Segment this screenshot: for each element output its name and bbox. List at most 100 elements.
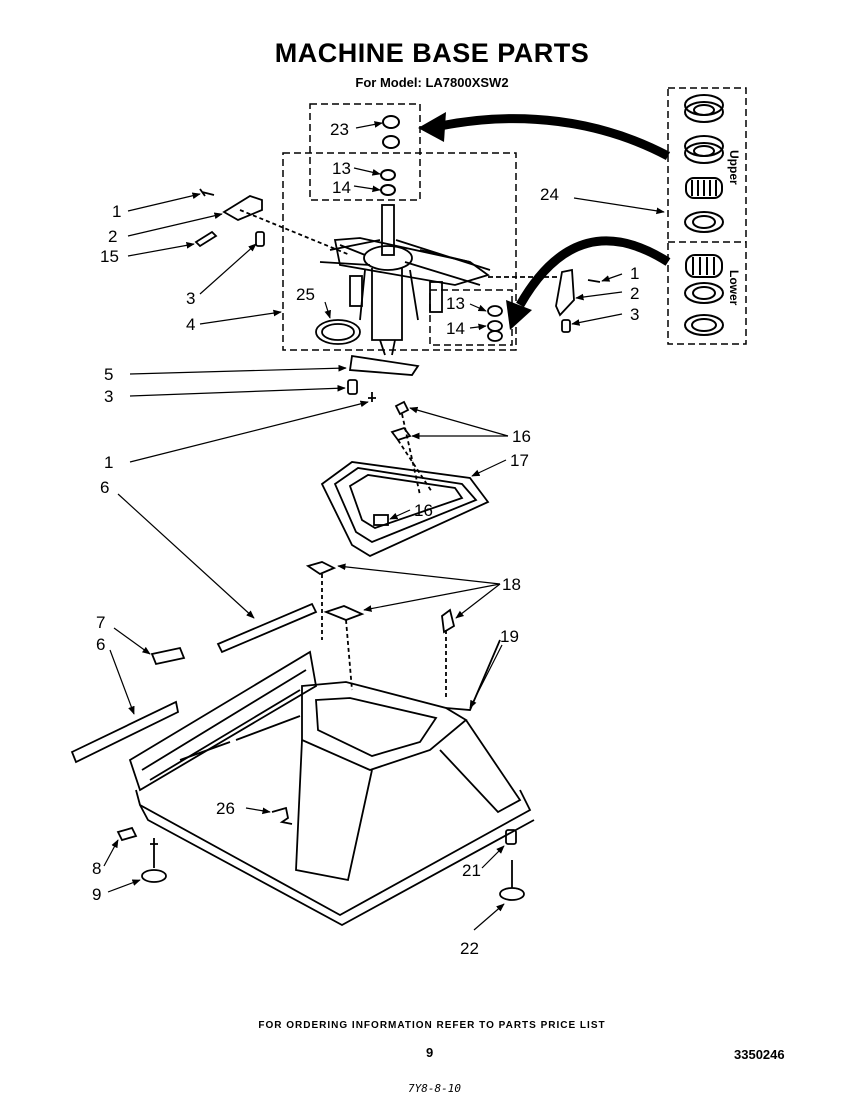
callout-15: 15 — [100, 247, 119, 266]
frame-left-rail — [128, 650, 317, 792]
callout-3: 3 — [186, 289, 195, 308]
foot-22 — [499, 887, 525, 901]
clip-16a — [394, 400, 410, 416]
spacer-21 — [505, 829, 517, 845]
spacer-3b — [561, 319, 571, 333]
washer-14 — [380, 184, 396, 196]
bracket-leader — [239, 209, 351, 256]
frame-right-leg — [439, 639, 522, 814]
callout-6-lower: 6 — [96, 635, 105, 654]
spacer-3 — [255, 231, 265, 247]
callout-16: 16 — [512, 427, 531, 446]
left-post — [349, 275, 363, 307]
leveling-pad-8 — [116, 826, 138, 842]
dashed-group-boxes — [282, 87, 747, 351]
callout-14: 14 — [332, 178, 351, 197]
clip-18b — [323, 605, 365, 621]
center-post-legs — [359, 269, 419, 356]
box-small-seals — [429, 289, 513, 346]
drive-shaft — [381, 204, 395, 256]
document-number: 3350246 — [734, 1047, 785, 1062]
lower-arrow-head — [506, 300, 532, 330]
transmission-drawing — [315, 204, 491, 356]
upper-bearing-1 — [684, 94, 724, 123]
page-number: 9 — [426, 1045, 434, 1060]
frame-dash-leaders — [321, 574, 447, 700]
upper-seal-parts — [380, 115, 400, 196]
bolt-1 — [199, 188, 215, 197]
callout-2-right: 2 — [630, 284, 639, 303]
handwritten-note: 7Y8-8-10 — [408, 1082, 461, 1095]
callout-21: 21 — [462, 861, 481, 880]
callout-2: 2 — [108, 227, 117, 246]
lower-race-1 — [684, 282, 724, 304]
callout-18: 18 — [502, 575, 521, 594]
clip-16c — [373, 514, 389, 526]
upper-arrow-head — [418, 112, 446, 142]
callout-23: 23 — [330, 120, 349, 139]
callout-9: 9 — [92, 885, 101, 904]
frame-top-ring — [301, 681, 468, 771]
callout-16-lower: 16 — [414, 501, 433, 520]
platform-17 — [320, 413, 490, 558]
center-post — [371, 268, 403, 341]
clip-16b — [390, 426, 412, 442]
lower-roller-bearing — [685, 254, 723, 278]
callout-1-right: 1 — [630, 264, 639, 283]
bracket-2 — [222, 195, 263, 222]
mid-parts — [347, 354, 420, 442]
leader-lines — [103, 121, 665, 931]
bracket-2b — [555, 268, 575, 317]
upper-pointer-arrow — [439, 114, 671, 160]
callout-17: 17 — [510, 451, 529, 470]
small-seal-parts — [487, 305, 503, 342]
bolt-1c — [368, 392, 376, 402]
callout-3-right: 3 — [630, 305, 639, 324]
right-post — [429, 281, 443, 313]
callout-13-right: 13 — [446, 294, 465, 313]
callout-25: 25 — [296, 285, 315, 304]
dash-leaders-16 — [397, 413, 433, 496]
hub — [363, 245, 413, 271]
foot-9 — [141, 869, 167, 883]
washer-13 — [380, 169, 396, 181]
frame-left-back — [179, 715, 301, 761]
clip-7 — [150, 646, 186, 666]
upper-race — [684, 211, 724, 233]
frame-left-rail-inner — [141, 669, 307, 781]
strap-5 — [348, 354, 420, 376]
right-bracket-parts — [488, 268, 601, 333]
pointer-arrows — [418, 112, 671, 330]
upper-label: Upper — [727, 150, 741, 185]
callout-19: 19 — [500, 627, 519, 646]
spider-frame — [333, 237, 491, 286]
page-title: MACHINE BASE PARTS — [274, 38, 590, 68]
callout-14-right: 14 — [446, 319, 465, 338]
frame-bottom — [135, 789, 535, 927]
o-ring-25-inner — [321, 323, 355, 341]
callout-13: 13 — [332, 159, 351, 178]
seal-23-top — [382, 115, 400, 129]
box-upper-seals — [309, 103, 421, 201]
base-frame-drawing — [70, 561, 535, 927]
frame-front-leg — [295, 739, 373, 882]
box-agitator-assembly — [282, 152, 517, 351]
callout-8: 8 — [92, 859, 101, 878]
callout-26: 26 — [216, 799, 235, 818]
bearing-inset-parts — [684, 94, 724, 336]
spider-arms — [319, 239, 491, 286]
callout-labels: 23 13 14 1 2 15 3 25 4 24 1 2 3 13 14 5 … — [92, 120, 639, 958]
callout-7: 7 — [96, 613, 105, 632]
bolt-1b — [587, 279, 601, 283]
callout-22: 22 — [460, 939, 479, 958]
spacer-3c — [347, 379, 358, 395]
bracket-6a — [216, 602, 318, 654]
lower-race-2 — [684, 314, 724, 336]
lower-label: Lower — [727, 270, 741, 306]
seal-23-bottom — [382, 135, 400, 149]
left-bracket-parts — [194, 188, 351, 256]
model-subtitle: For Model: LA7800XSW2 — [355, 75, 509, 90]
screw-18 — [441, 608, 456, 634]
o-ring-25 — [315, 319, 361, 345]
